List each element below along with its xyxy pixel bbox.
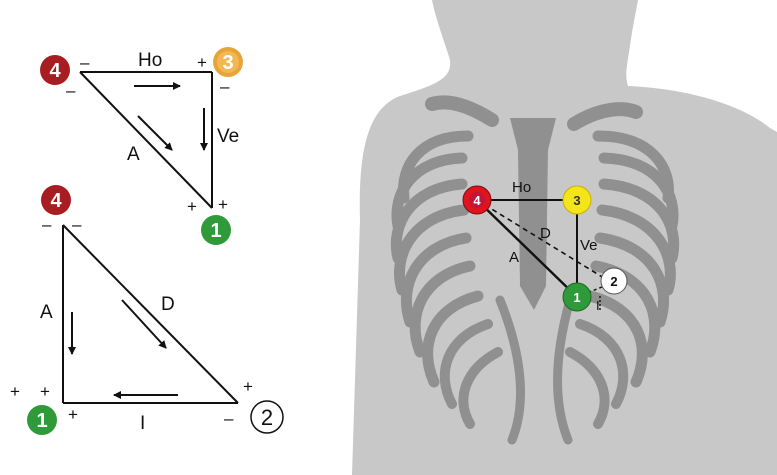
bottom-sign-1-left: + <box>40 382 50 401</box>
bottom-electrode-1: 1 <box>27 405 57 435</box>
top-label-a: A <box>127 144 140 165</box>
top-electrode-1: 1 <box>201 215 231 245</box>
chest-electrode-1: 1 <box>563 283 591 311</box>
chest-electrode-3: 3 <box>563 186 591 214</box>
bottom-label-i: I <box>140 413 145 434</box>
top-electrode-4-label: 4 <box>49 60 61 82</box>
top-sign-4-right: – <box>80 53 90 72</box>
top-electrode-3-label: 3 <box>222 52 233 74</box>
bottom-line-d <box>63 225 238 403</box>
bottom-electrode-1-label: 1 <box>36 410 47 432</box>
top-label-ho: Ho <box>138 50 162 71</box>
bottom-sign-4-left: – <box>42 215 52 234</box>
top-triangle-arrows <box>134 86 204 150</box>
top-electrode-3: 3 <box>213 47 243 77</box>
top-label-ve: Ve <box>217 126 239 147</box>
top-arrow-a <box>138 116 172 150</box>
chest-label-d: D <box>540 225 551 242</box>
chest-electrode-4: 4 <box>463 186 491 214</box>
bottom-sign-2-left: – <box>224 409 234 428</box>
bottom-sign-1-far-left: + <box>10 382 20 401</box>
bottom-triangle-lines <box>63 225 238 403</box>
top-sign-1-left: + <box>187 197 197 216</box>
top-sign-3-below: – <box>220 77 230 96</box>
chest-label-i: I <box>596 298 600 313</box>
top-electrode-1-label: 1 <box>210 220 221 242</box>
bottom-electrode-2-label: 2 <box>261 405 273 430</box>
bottom-electrode-2: 2 <box>251 401 283 433</box>
bottom-sign-4-right: – <box>72 215 82 234</box>
top-sign-1-right: + <box>218 195 228 214</box>
bottom-label-a: A <box>40 302 53 323</box>
chest-electrode-2-label: 2 <box>610 274 617 289</box>
bottom-sign-2-top: + <box>243 377 253 396</box>
bottom-electrode-4-label: 4 <box>50 190 62 212</box>
chest-label-ho: Ho <box>512 179 531 196</box>
chest-electrode-2: 2 <box>601 268 627 294</box>
bottom-label-d: D <box>161 294 175 315</box>
chest-electrode-4-label: 4 <box>473 193 481 208</box>
bottom-sign-1-right: + <box>68 405 78 424</box>
bottom-electrode-4: 4 <box>41 185 71 215</box>
chest-electrode-3-label: 3 <box>573 193 580 208</box>
chest-label-a: A <box>509 249 519 266</box>
top-line-a <box>80 72 212 208</box>
top-sign-4-below: – <box>66 81 76 100</box>
top-triangle-lines <box>80 72 212 208</box>
chest-electrode-1-label: 1 <box>573 290 580 305</box>
top-sign-3-left: + <box>197 53 207 72</box>
chest-label-ve: Ve <box>580 237 598 254</box>
